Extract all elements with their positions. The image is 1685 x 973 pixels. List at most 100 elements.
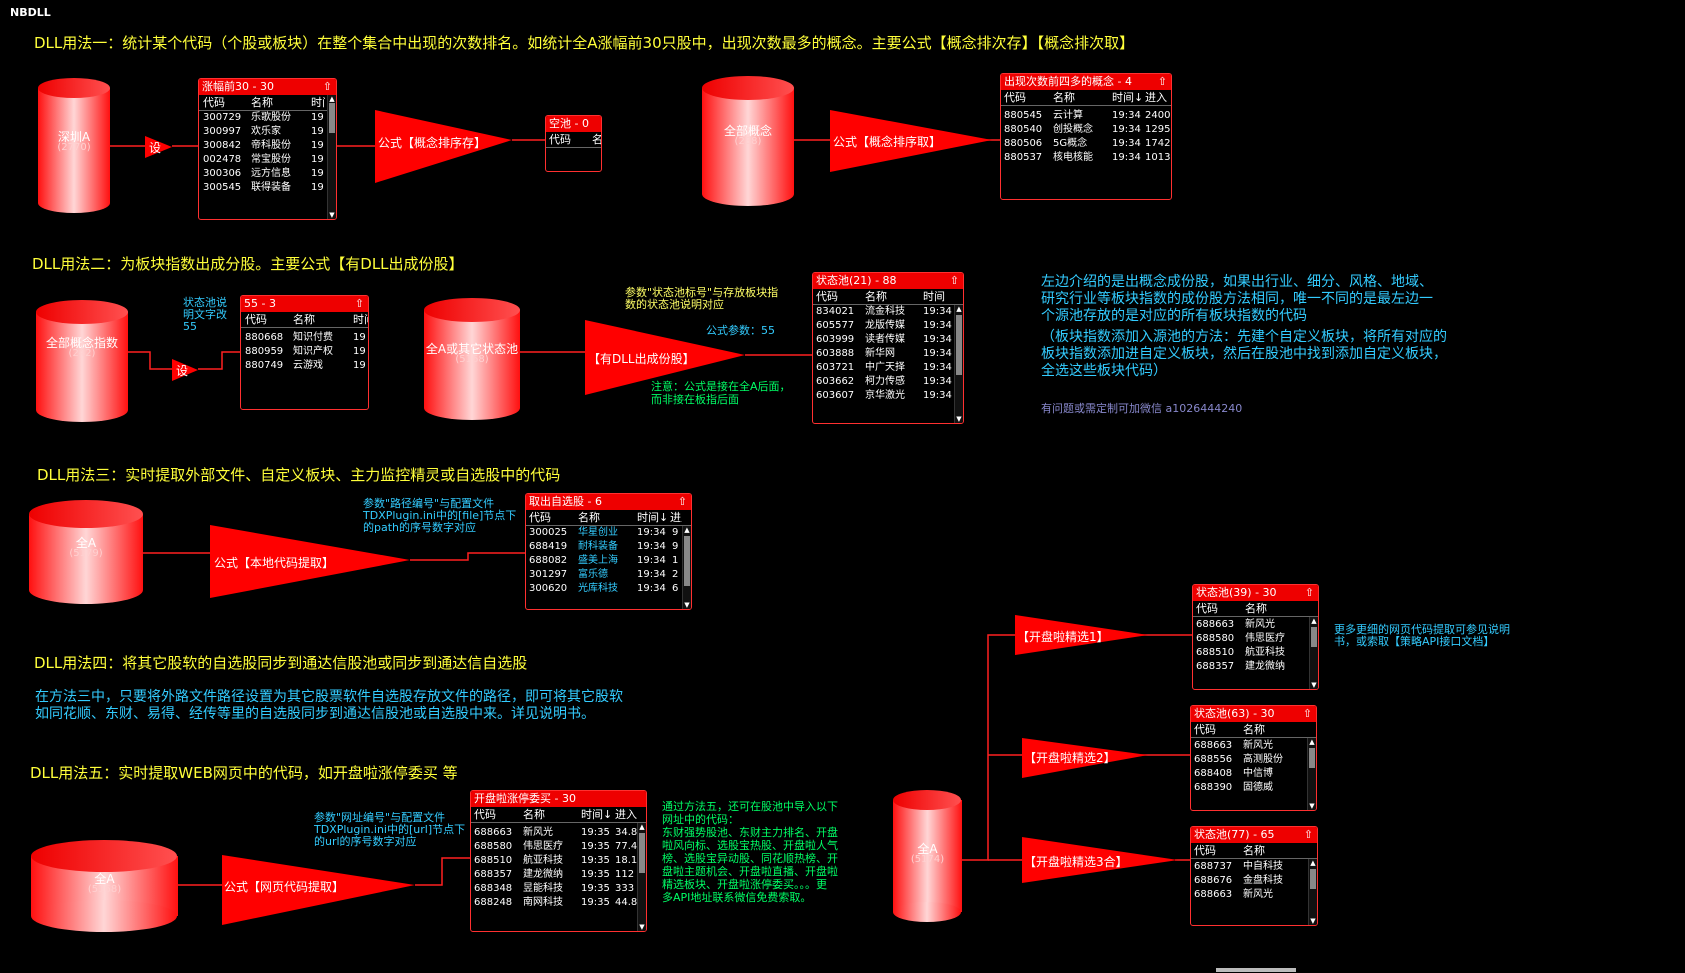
scroll-down-icon[interactable]: ▼ — [956, 415, 962, 423]
scrollbar[interactable]: ▲▼ — [1308, 859, 1317, 925]
scroll-down-icon[interactable]: ▼ — [1310, 917, 1316, 925]
scroll-down-icon[interactable]: ▼ — [684, 601, 690, 609]
scroll-thumb[interactable] — [639, 833, 645, 873]
header-time[interactable]: 时间↓ — [581, 808, 613, 821]
header-name[interactable]: 名称 — [1053, 91, 1075, 104]
window-title-bar[interactable]: 状态池(39) - 30⇧ — [1193, 585, 1318, 601]
source-pool-all-concepts[interactable]: 全部概念 (238) — [702, 76, 794, 206]
header-name[interactable]: 名称 — [251, 96, 273, 109]
scrollbar[interactable]: ▲▼ — [637, 823, 646, 931]
scroll-up-icon[interactable]: ▲ — [639, 823, 645, 831]
header-name[interactable]: 名称 — [578, 511, 600, 524]
formula-web-code-extract[interactable]: 公式【网页代码提取】 — [224, 880, 345, 894]
arrow-up-icon[interactable]: ⇧ — [1304, 586, 1314, 599]
pool-window-empty[interactable]: 空池 - 0 代码 名 — [545, 115, 602, 172]
scroll-down-icon[interactable]: ▼ — [639, 923, 645, 931]
pool-window-watchlist[interactable]: 取出自选股 - 6⇧ 代码 名称 时间↓ 进入 300025华星创业19:349… — [525, 493, 692, 610]
header-code[interactable]: 代码 — [816, 290, 838, 303]
header-code[interactable]: 代码 — [1004, 91, 1026, 104]
scroll-thumb[interactable] — [956, 315, 962, 375]
window-title-bar[interactable]: 开盘啦涨停委买 - 30 — [471, 791, 646, 807]
arrow-up-icon[interactable]: ⇧ — [677, 495, 687, 508]
scrollbar[interactable]: ▲▼ — [682, 526, 691, 609]
header-name[interactable]: 名称 — [293, 313, 315, 326]
header-name[interactable]: 名称 — [1243, 844, 1265, 857]
header-name[interactable]: 名称 — [865, 290, 887, 303]
source-pool-all-a-5[interactable]: 全A (5168) — [31, 840, 178, 932]
scroll-up-icon[interactable]: ▲ — [1309, 738, 1315, 746]
header-code[interactable]: 代码 — [474, 808, 496, 821]
window-title-bar[interactable]: 涨幅前30 - 30⇧ — [199, 79, 336, 95]
scroll-down-icon[interactable]: ▼ — [1311, 681, 1317, 689]
header-time[interactable]: 时间↓ — [1112, 91, 1144, 104]
source-pool-shenzhen-a[interactable]: 深圳A (2770) — [38, 78, 110, 213]
window-title-bar[interactable]: 空池 - 0 — [546, 116, 601, 132]
arrow-up-icon[interactable]: ⇧ — [1303, 828, 1313, 841]
formula-concept-rank-save[interactable]: 公式【概念排序存】 — [378, 136, 487, 150]
scroll-thumb[interactable] — [329, 103, 335, 133]
scroll-thumb[interactable] — [1310, 869, 1316, 889]
scroll-up-icon[interactable]: ▲ — [1310, 859, 1316, 867]
formula-local-code-extract[interactable]: 公式【本地代码提取】 — [214, 556, 335, 570]
window-title-bar[interactable]: 取出自选股 - 6⇧ — [526, 494, 691, 510]
header-code[interactable]: 代码 — [245, 313, 267, 326]
scrollbar[interactable]: ▲▼ — [1307, 738, 1316, 810]
formula-kpl-select-2[interactable]: 【开盘啦精选2】 — [1024, 751, 1116, 765]
scrollbar[interactable]: ▲▼ — [954, 305, 963, 423]
window-title-bar[interactable]: 状态池(77) - 65⇧ — [1191, 827, 1317, 843]
scrollbar[interactable]: ▲▼ — [1309, 617, 1318, 689]
header-time[interactable]: 时间↓ — [637, 511, 669, 524]
header-in[interactable]: 进入 — [1145, 91, 1167, 104]
formula-dll-constituents[interactable]: 【有DLL出成份股】 — [588, 352, 695, 366]
header-code[interactable]: 代码 — [549, 133, 571, 146]
formula-concept-rank-get[interactable]: 公式【概念排序取】 — [833, 135, 942, 149]
source-pool-concept-index[interactable]: 全部概念指数 (242) — [36, 300, 128, 422]
scroll-up-icon[interactable]: ▲ — [1311, 617, 1317, 625]
arrow-up-icon[interactable]: ⇧ — [354, 297, 364, 310]
header-time[interactable]: 时间 — [923, 290, 945, 303]
header-name[interactable]: 名称 — [523, 808, 545, 821]
arrow-up-icon[interactable]: ⇧ — [322, 80, 332, 93]
scrollbar[interactable]: ▲▼ — [327, 95, 336, 219]
formula-kpl-select-1[interactable]: 【开盘啦精选1】 — [1017, 630, 1109, 644]
header-name[interactable]: 名 — [592, 132, 601, 147]
scroll-up-icon[interactable]: ▲ — [956, 305, 962, 313]
header-name[interactable]: 名称 — [1243, 723, 1265, 736]
header-code[interactable]: 代码 — [1196, 602, 1218, 615]
scroll-down-icon[interactable]: ▼ — [1309, 802, 1315, 810]
arrow-up-icon[interactable]: ⇧ — [949, 274, 959, 287]
